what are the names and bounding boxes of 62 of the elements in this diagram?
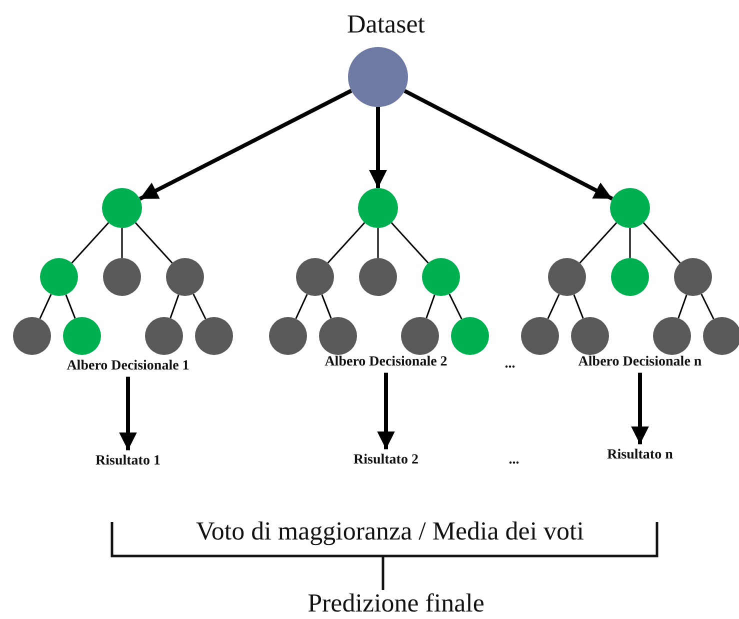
tree-node-circle bbox=[296, 258, 334, 296]
tree-node-circle bbox=[319, 317, 357, 355]
tree-branch-line bbox=[700, 294, 714, 320]
arrow bbox=[119, 376, 137, 450]
tree-node-circle bbox=[195, 317, 233, 355]
tree-node-circle bbox=[653, 317, 691, 355]
arrow bbox=[404, 89, 614, 201]
tree-node-circle bbox=[611, 258, 649, 296]
tree-node-circle bbox=[358, 188, 398, 228]
tree-node-circle bbox=[703, 317, 739, 355]
tree-branch-line bbox=[65, 294, 76, 319]
tree-branch-line bbox=[678, 294, 688, 318]
tree-node-circle bbox=[145, 317, 183, 355]
tree-branch-line bbox=[170, 294, 180, 318]
tree-branch-line bbox=[134, 222, 173, 264]
aggregation-label: Voto di maggioranza / Media dei voti bbox=[196, 518, 584, 546]
tree-branch-line bbox=[377, 228, 379, 258]
node-title: Dataset bbox=[347, 10, 425, 40]
tree-node-circle bbox=[40, 258, 78, 296]
tree-branch-line bbox=[121, 228, 123, 258]
tree-branch-line bbox=[192, 294, 206, 320]
tree-node-circle bbox=[63, 317, 101, 355]
tree-branch-line bbox=[390, 222, 429, 264]
tree-node-circle bbox=[359, 258, 397, 296]
tree-branch-line bbox=[448, 294, 462, 320]
arrow bbox=[631, 372, 649, 444]
tree-node-circle bbox=[401, 317, 439, 355]
tree-branch-line bbox=[71, 222, 110, 264]
final-prediction-label: Predizione finale bbox=[308, 590, 484, 618]
tree-branch-line bbox=[642, 222, 681, 264]
tree-node-circle bbox=[422, 258, 460, 296]
tree-node-circle bbox=[674, 258, 712, 296]
tree-label: Albero Decisionale 2 bbox=[324, 354, 448, 370]
tree-label: Albero Decisionale n bbox=[578, 354, 702, 370]
result-label: Risultato 1 bbox=[96, 453, 160, 469]
tree-node-circle bbox=[571, 317, 609, 355]
tree-branch-line bbox=[547, 294, 560, 320]
tree-node-circle bbox=[103, 258, 141, 296]
result-label: Risultato 2 bbox=[354, 452, 418, 468]
tree-node-circle bbox=[166, 258, 204, 296]
tree-node-circle bbox=[269, 317, 307, 355]
tree-branch-line bbox=[39, 294, 52, 320]
tree-label: Albero Decisionale 1 bbox=[66, 358, 190, 374]
arrow bbox=[369, 107, 387, 188]
tree-branch-line bbox=[629, 228, 631, 258]
tree-branch-line bbox=[327, 222, 366, 264]
result-label: Risultato n bbox=[607, 447, 673, 463]
tree-node-circle bbox=[451, 317, 489, 355]
ellipsis: ... bbox=[504, 356, 516, 372]
arrow bbox=[138, 88, 352, 201]
tree-node-circle bbox=[102, 188, 142, 228]
tree-node-circle bbox=[610, 188, 650, 228]
tree-branch-line bbox=[295, 294, 308, 320]
tree-node-circle bbox=[521, 317, 559, 355]
tree-node-circle bbox=[13, 317, 51, 355]
tree-branch-line bbox=[426, 294, 436, 318]
arrow bbox=[377, 372, 395, 450]
tree-branch-line bbox=[579, 222, 618, 264]
tree-branch-line bbox=[573, 294, 584, 319]
tree-node-circle bbox=[548, 258, 586, 296]
tree-branch-line bbox=[321, 294, 332, 319]
ellipsis: ... bbox=[508, 452, 520, 468]
